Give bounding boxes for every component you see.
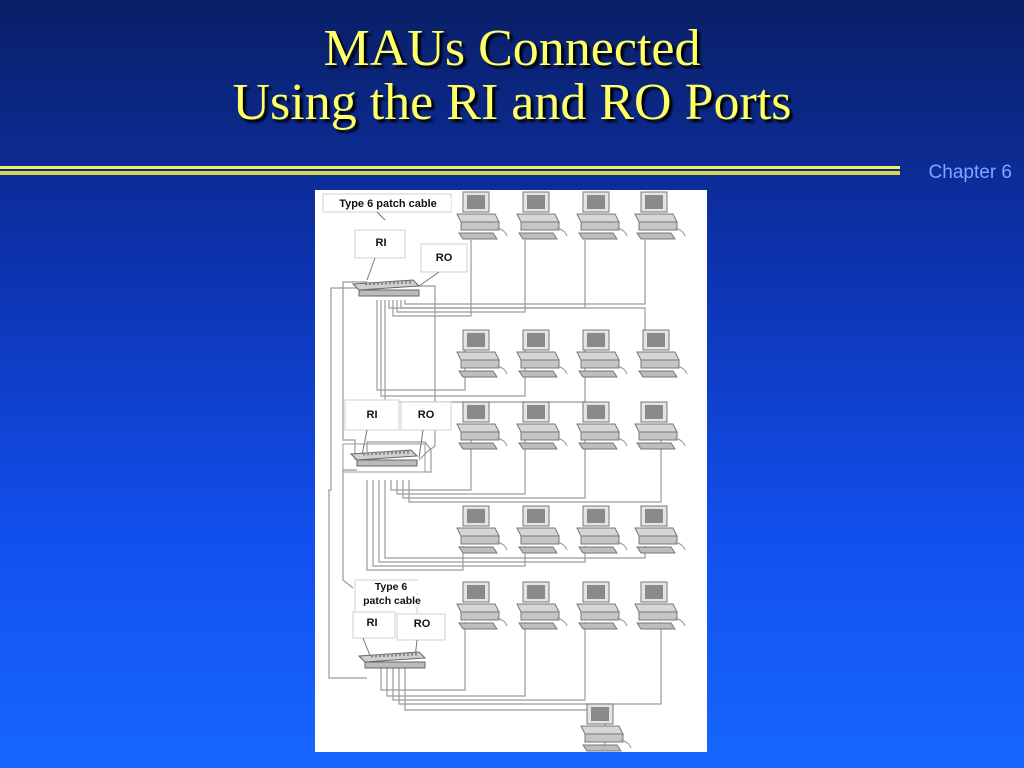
network-diagram: Type 6 patch cable RI RO RI RO Type 6 pa… [315,190,707,752]
chapter-label: Chapter 6 [928,162,1012,183]
title-underline [0,166,900,175]
slide-title: MAUs Connected Using the RI and RO Ports [0,22,1024,130]
title-line-1: MAUs Connected [323,20,701,77]
diagram-drawing [322,191,688,752]
mau3-ri-label: RI [359,617,385,629]
mau1-ri-label: RI [367,237,395,249]
mau3-ro-label: RO [407,618,437,630]
mid-patch-cable-line-2: patch cable [357,595,427,607]
mau2-ri-label: RI [359,409,385,421]
title-line-2: Using the RI and RO Ports [232,74,792,131]
mau2-ro-label: RO [411,409,441,421]
mau1-ro-label: RO [429,252,459,264]
top-patch-cable-label: Type 6 patch cable [325,198,451,210]
mid-patch-cable-line-1: Type 6 [359,581,423,593]
